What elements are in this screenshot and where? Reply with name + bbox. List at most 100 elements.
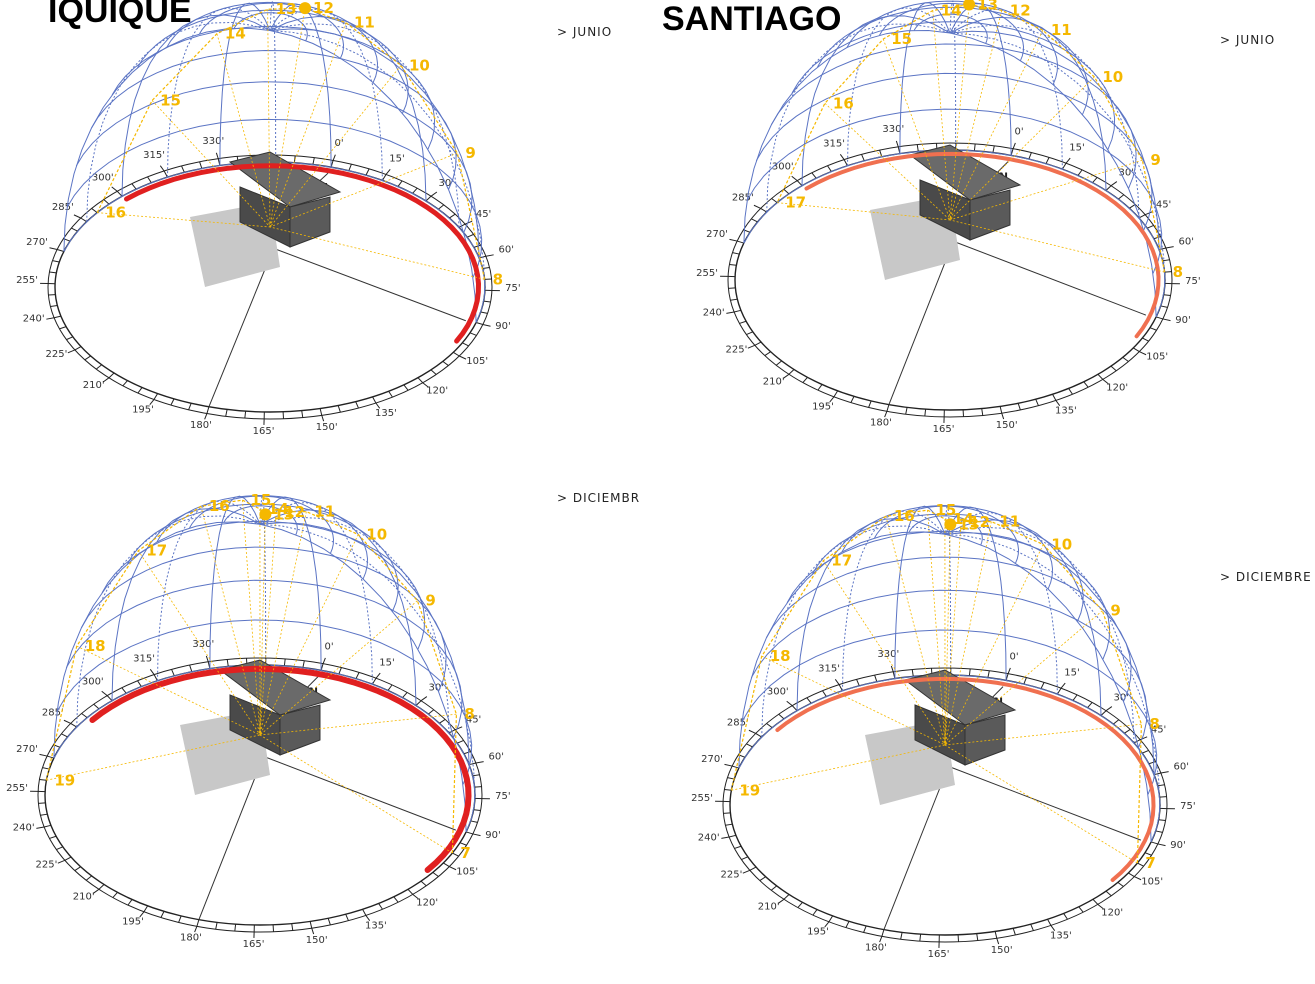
degree-tick [64, 856, 72, 861]
degree-tick [244, 411, 247, 419]
hour-label: 8 [1173, 263, 1183, 281]
dome-meridian [949, 3, 1012, 156]
degree-label: 75' [1185, 276, 1200, 287]
degree-tick [50, 304, 58, 307]
degree-tick [739, 320, 747, 324]
hour-line [949, 4, 970, 221]
house-roof [218, 659, 332, 716]
sun-path [776, 3, 1166, 273]
dome-parallel [812, 513, 1084, 622]
degree-major-tick [1139, 351, 1147, 356]
degree-tick [483, 300, 491, 303]
hour-line [267, 9, 271, 228]
horizon-ring [44, 664, 476, 926]
degree-tick [40, 813, 48, 816]
degree-tick [365, 168, 370, 176]
degree-label: 270' [706, 229, 728, 240]
degree-tick [1128, 872, 1135, 878]
degree-tick [1030, 924, 1034, 931]
degree-label: 300' [767, 687, 789, 698]
house-wall-side [279, 704, 321, 756]
hour-line [200, 506, 261, 736]
degree-tick [388, 390, 393, 398]
hour-line [97, 212, 271, 228]
degree-tick [1133, 347, 1140, 353]
sun-marker [259, 508, 272, 521]
hour-line [949, 30, 1044, 221]
degree-tick [131, 183, 137, 190]
dome-parallel [53, 664, 476, 833]
degree-tick [806, 697, 812, 704]
dome-meridian [63, 27, 271, 252]
degree-tick [301, 410, 304, 418]
degree-tick [916, 144, 919, 152]
hour-line [259, 511, 277, 736]
degree-tick [170, 398, 175, 406]
degree-tick [1078, 906, 1084, 913]
degree-tick [84, 355, 91, 361]
degree-label: 210' [83, 380, 105, 391]
hour-label: 16 [833, 94, 854, 112]
hour-label: 10 [1102, 68, 1123, 86]
degree-tick [49, 271, 57, 274]
degree-tick [746, 743, 753, 748]
dome-parallel [66, 118, 483, 278]
month-label-santiago-december: > DICIEMBRE [1220, 570, 1312, 584]
dome-parallel [127, 503, 399, 612]
degree-tick [143, 905, 149, 913]
degree-major-tick [1012, 142, 1016, 149]
dome-meridian [167, 7, 271, 178]
degree-tick [171, 669, 175, 676]
degree-label: 270' [26, 237, 48, 248]
degree-tick [458, 223, 466, 228]
degree-tick [783, 894, 790, 900]
degree-tick [309, 921, 313, 929]
degree-tick [66, 336, 74, 341]
degree-tick [1017, 403, 1021, 411]
axis-line [883, 774, 946, 930]
degree-tick [449, 213, 456, 219]
degree-label: 75' [495, 791, 510, 802]
degree-label: 0' [1010, 651, 1019, 662]
degree-tick [226, 659, 229, 667]
degree-tick [1150, 841, 1158, 845]
degree-label: 15' [379, 657, 394, 668]
degree-tick [178, 915, 182, 923]
degree-major-tick [422, 382, 429, 388]
degree-label: 180' [190, 420, 212, 431]
degree-tick [206, 406, 210, 414]
dome-parallel [101, 520, 426, 650]
dome-parallel [223, 505, 298, 535]
hour-label: 18 [85, 637, 106, 655]
degree-tick [1162, 259, 1170, 262]
degree-major-tick [742, 869, 751, 874]
hour-label: 17 [831, 552, 852, 570]
degree-label: 330' [202, 136, 224, 147]
degree-tick [56, 846, 64, 851]
degree-tick [1023, 677, 1027, 685]
degree-tick [42, 767, 50, 770]
degree-tick [968, 668, 971, 676]
degree-tick [381, 174, 387, 181]
dome-parallel [743, 149, 1166, 318]
degree-tick [778, 713, 785, 720]
degree-tick [81, 713, 88, 719]
degree-label: 150' [316, 422, 338, 433]
degree-tick [403, 384, 409, 391]
dome-meridian [269, 0, 277, 163]
hour-line [944, 610, 1103, 746]
degree-label: 0' [325, 641, 334, 652]
degree-tick [469, 332, 477, 336]
hour-label: 7 [460, 844, 470, 862]
month-label-iquique-june: > JUNIO [557, 25, 613, 39]
degree-tick [1122, 356, 1129, 362]
degree-tick [730, 298, 738, 301]
degree-label: 195' [132, 404, 154, 415]
hour-line [269, 226, 485, 280]
degree-major-tick [215, 152, 219, 159]
degree-major-tick [786, 700, 793, 706]
degree-major-tick [101, 690, 108, 696]
degree-label: 330' [877, 649, 899, 660]
degree-major-tick [1105, 706, 1113, 712]
degree-label: 60' [489, 752, 504, 763]
